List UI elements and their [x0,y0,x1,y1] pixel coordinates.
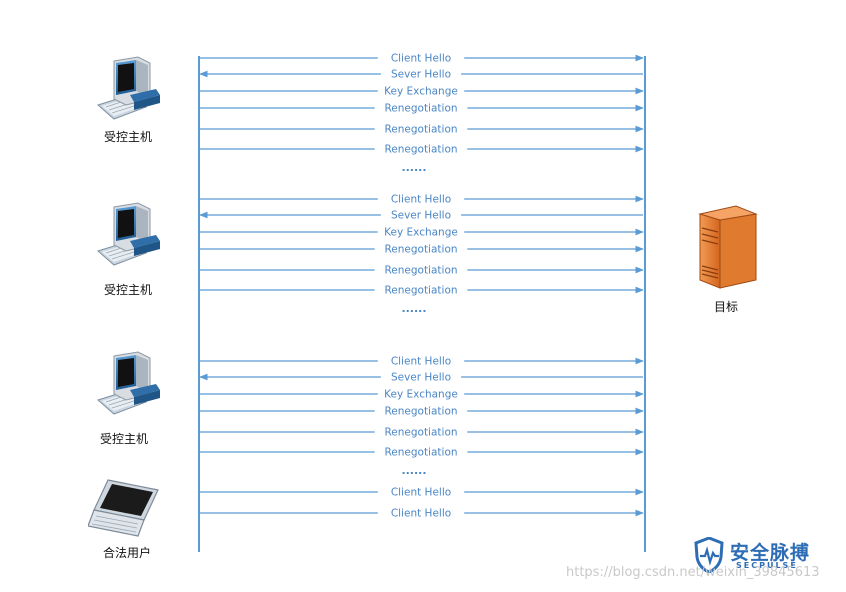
message-label: Key Exchange [384,389,458,401]
message-arrow-to-target: Renegotiation [200,244,644,256]
message-arrow-to-target: Renegotiation [200,124,644,136]
shield-logo-icon [694,536,724,574]
message-arrow-to-target: Client Hello [200,487,644,499]
message-label: Renegotiation [384,244,457,256]
laptop-icon [87,476,160,542]
message-arrow-to-target: Key Exchange [200,389,644,401]
message-label: Key Exchange [384,86,458,98]
message-label: Renegotiation [384,124,457,136]
message-label: Sever Hello [391,69,451,81]
message-label: Client Hello [391,508,451,520]
watermark-brand: 安全脉搏 [730,542,811,564]
message-label: Renegotiation [384,285,457,297]
host-label-2: 受控主机 [104,283,153,297]
message-arrow-to-target: Client Hello [200,356,644,368]
message-arrow-to-target: Renegotiation [200,406,644,418]
message-label: Client Hello [391,487,451,499]
message-arrow-to-client: Sever Hello [199,69,643,81]
host-label-4: 合法用户 [103,546,152,560]
ellipsis-marker: ...... [401,302,426,315]
message-arrow-to-client: Sever Hello [199,372,643,384]
message-label: Sever Hello [391,372,451,384]
message-arrow-to-target: Client Hello [200,194,644,206]
desktop-computer-icon [90,201,162,273]
message-arrow-to-target: Key Exchange [200,86,644,98]
message-arrow-to-target: Renegotiation [200,447,644,459]
message-label: Client Hello [391,356,451,368]
watermark-sub: SECPULSE [736,561,798,570]
message-arrow-to-target: Key Exchange [200,227,644,239]
watermark-url: https://blog.csdn.net/weixin_39845613 [566,565,820,580]
message-label: Sever Hello [391,210,451,222]
message-label: Client Hello [391,53,451,65]
message-arrow-to-target: Renegotiation [200,427,644,439]
message-arrow-to-client: Sever Hello [199,210,643,222]
message-label: Renegotiation [384,427,457,439]
desktop-computer-icon [90,350,162,422]
message-label: Renegotiation [384,447,457,459]
message-arrow-to-target: Renegotiation [200,103,644,115]
message-label: Renegotiation [384,265,457,277]
target-label: 目标 [714,300,739,314]
ellipsis-marker: ...... [401,464,426,477]
message-arrow-to-target: Renegotiation [200,144,644,156]
desktop-computer-icon [90,55,162,127]
message-arrow-to-target: Client Hello [200,53,644,65]
server-icon [696,204,760,290]
message-label: Key Exchange [384,227,458,239]
message-arrow-to-target: Renegotiation [200,265,644,277]
message-arrow-to-target: Renegotiation [200,285,644,297]
ellipsis-marker: ...... [401,161,426,174]
message-arrow-to-target: Client Hello [200,508,644,520]
message-label: Renegotiation [384,406,457,418]
message-label: Renegotiation [384,144,457,156]
message-label: Client Hello [391,194,451,206]
host-label-3: 受控主机 [100,432,149,446]
message-label: Renegotiation [384,103,457,115]
host-label-1: 受控主机 [104,130,153,144]
